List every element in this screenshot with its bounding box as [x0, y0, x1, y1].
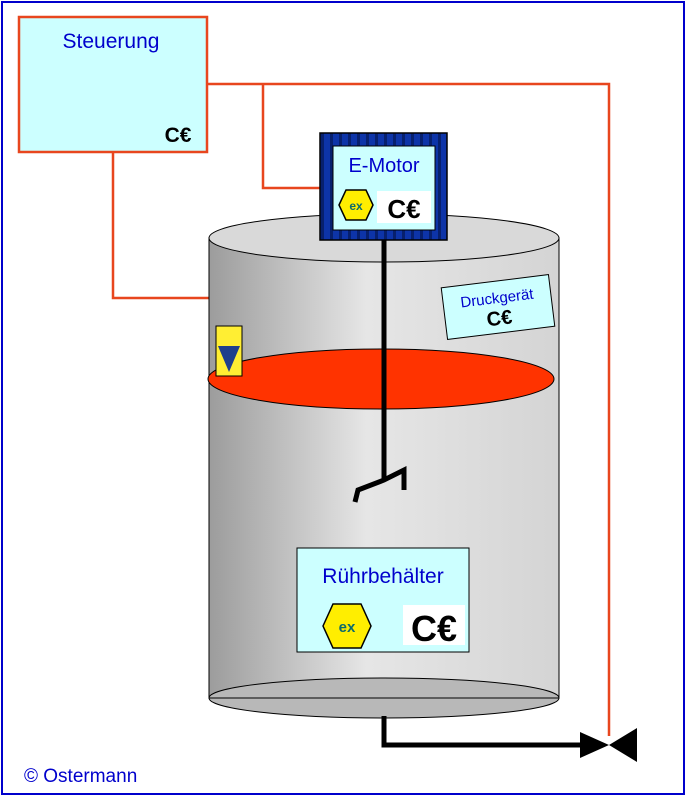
controller-box: Steuerung C€ — [17, 15, 209, 154]
level-sensor-triangle-icon — [218, 346, 240, 372]
controller-label-text: Steuerung — [63, 30, 160, 53]
wire-controller-to-valve — [207, 82, 611, 736]
stirrer-blade — [352, 465, 407, 503]
ce-mark-icon: C€ — [411, 608, 457, 649]
drain-line — [381, 716, 637, 762]
liquid-surface — [207, 348, 555, 410]
ce-mark-icon: C€ — [165, 124, 192, 147]
vessel-label-box: Rührbehälter ex C€ — [296, 547, 470, 653]
ex-hexagon-icon — [338, 189, 374, 221]
electric-motor: E-Motor ex C€ — [319, 132, 448, 241]
wire-controller-to-motor — [261, 84, 321, 190]
vessel-label-text: Rührbehälter — [322, 565, 443, 588]
ex-mark-text: ex — [349, 199, 363, 213]
motor-label-text: E-Motor — [348, 155, 419, 177]
drain-pipe — [381, 716, 583, 748]
ce-mark-icon: C€ — [387, 194, 420, 224]
pressure-device-label-box: Druckgerät C€ — [440, 274, 556, 340]
drain-pipe-arrow-icon — [580, 732, 609, 758]
ex-mark-text: ex — [339, 619, 356, 636]
ex-hexagon-icon — [322, 603, 372, 649]
valve-icon — [609, 728, 637, 762]
copyright-text: © Ostermann — [24, 766, 137, 787]
level-sensor — [215, 325, 243, 377]
ce-mark-icon: C€ — [485, 306, 513, 331]
